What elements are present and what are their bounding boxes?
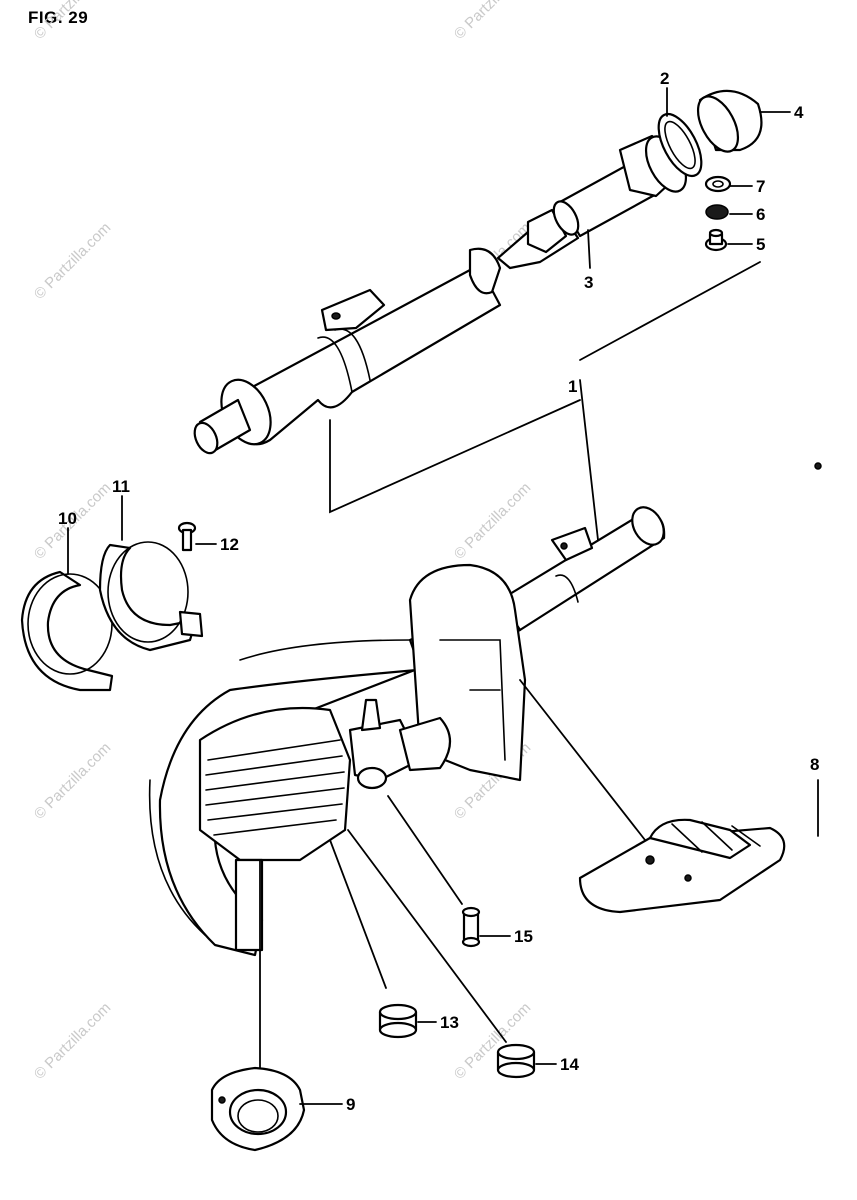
callout-6: 6 [756,205,765,224]
plug-13 [378,1003,418,1039]
callouts: 1 2 3 4 5 6 7 8 9 10 11 12 13 14 15 [58,69,819,1114]
bolt-5 [704,228,728,252]
tail-cap [696,89,763,153]
watermark-6: © Partzilla.com [451,479,534,562]
watermark-3: © Partzilla.com [31,219,114,302]
callout-12: 12 [220,535,239,554]
tail-pipe-insert [496,134,688,270]
callout-5: 5 [756,235,765,254]
callout-11: 11 [112,477,130,496]
watermark-1: © Partzilla.com [31,0,114,43]
screw-12 [177,521,197,552]
clamp-band-11 [98,541,204,652]
leader-lines [67,87,819,1105]
clamp-band-10 [20,570,114,692]
callout-15: 15 [514,927,533,946]
callout-4: 4 [794,103,804,122]
callout-2: 2 [660,69,669,88]
plug-14 [496,1043,536,1079]
washer-7 [704,175,732,193]
callout-9: 9 [346,1095,355,1114]
heat-guard [578,818,786,914]
bolt-15 [461,906,481,948]
callout-1: 1 [568,377,577,396]
muffler-upper [193,247,502,455]
callout-14: 14 [560,1055,579,1074]
gasket-ring [657,112,703,178]
exhaust-flange [210,1066,306,1152]
stray-dot [814,462,822,470]
watermark-9: © Partzilla.com [31,999,114,1082]
watermark-7: © Partzilla.com [31,739,114,822]
callout-10: 10 [58,509,77,528]
watermarks: © Partzilla.com © Partzilla.com © Partzi… [31,0,534,1083]
callout-13: 13 [440,1013,459,1032]
cylinder-head [198,698,452,952]
callout-8: 8 [810,755,819,774]
lock-washer-6 [705,204,729,220]
callout-7: 7 [756,177,765,196]
figure-title: FIG. 29 [28,8,89,27]
watermark-2: © Partzilla.com [451,0,534,43]
callout-3: 3 [584,273,593,292]
